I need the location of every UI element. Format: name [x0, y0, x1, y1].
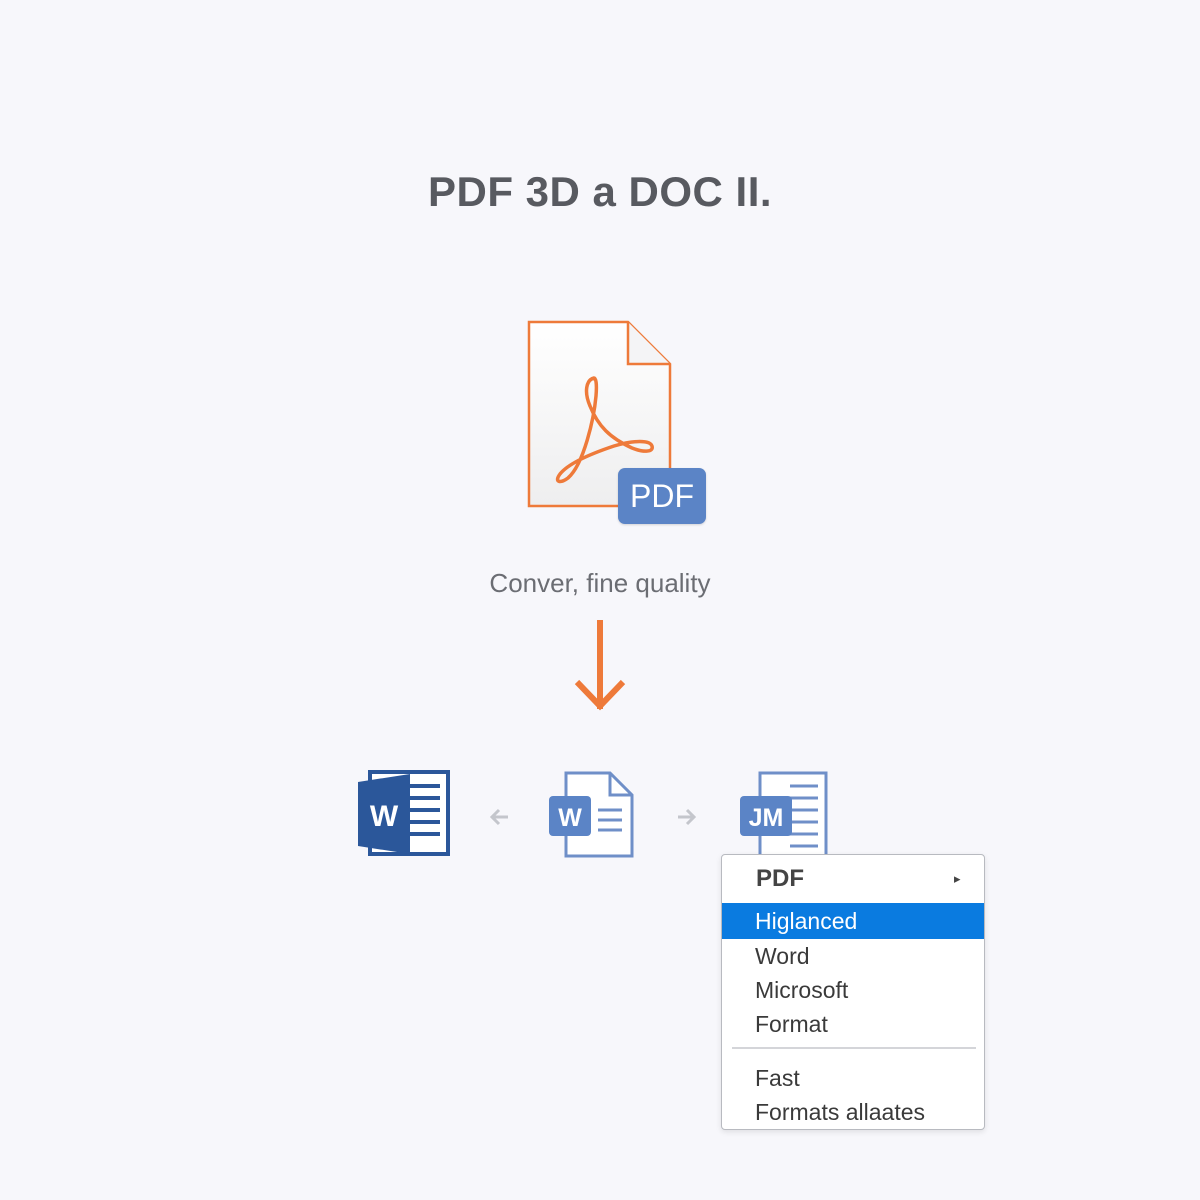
menu-item-higlanced[interactable]: Higlanced	[722, 903, 984, 939]
menu-item-label: Fast	[755, 1065, 800, 1091]
menu-item-pdf-submenu[interactable]: PDF ▸	[722, 861, 984, 897]
menu-item-label: Higlanced	[755, 908, 858, 934]
word-document-icon[interactable]: W	[546, 770, 636, 860]
menu-item-format[interactable]: Format	[722, 1007, 984, 1041]
menu-separator	[732, 1047, 976, 1049]
menu-item-label: Microsoft	[755, 977, 849, 1003]
word-letter: W	[370, 800, 399, 833]
menu-item-label: Format	[755, 1011, 828, 1037]
menu-item-microsoft[interactable]: Microsoft	[722, 973, 984, 1007]
pdf-badge: PDF	[618, 468, 706, 524]
format-dropdown-menu[interactable]: PDF ▸ Higlanced Word Microsoft Format Fa…	[721, 854, 985, 1130]
submenu-arrow-icon: ▸	[954, 871, 961, 886]
word-icon[interactable]: W	[356, 768, 454, 860]
menu-item-word[interactable]: Word	[722, 939, 984, 973]
word-document-stack-icon[interactable]: JM	[738, 770, 832, 860]
menu-item-label: Formats allaates	[755, 1099, 926, 1125]
word-letter: JM	[749, 804, 784, 832]
word-letter: W	[558, 804, 582, 832]
down-arrow-icon	[574, 620, 626, 711]
page-subtitle: Conver, fine quality	[489, 568, 711, 598]
arrow-right-icon	[678, 808, 697, 826]
menu-item-formats-allaates[interactable]: Formats allaates	[722, 1095, 984, 1129]
menu-header-label: PDF	[756, 865, 804, 892]
page-title: PDF 3D a DOC II.	[427, 168, 773, 215]
menu-item-label: Word	[755, 943, 810, 969]
acrobat-pdf-icon[interactable]	[524, 318, 714, 528]
menu-item-fast[interactable]: Fast	[722, 1061, 984, 1095]
arrow-left-icon	[489, 808, 508, 826]
